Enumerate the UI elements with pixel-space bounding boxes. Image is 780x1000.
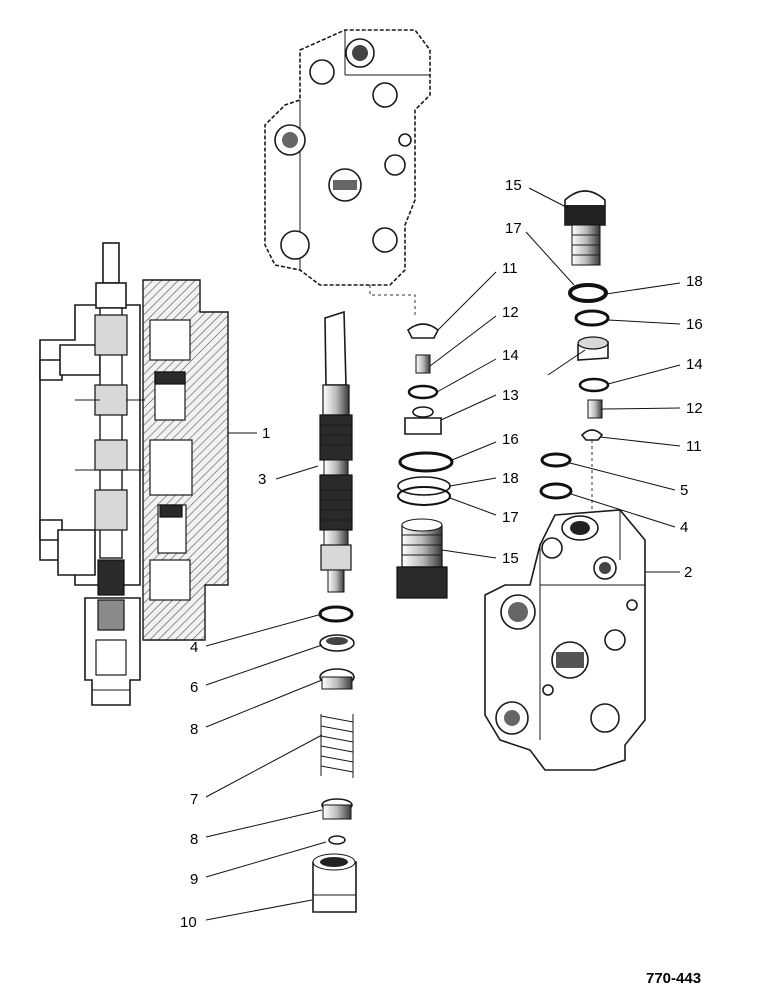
callout-labels: 1 2 3 4 6 8 7 8 9 10 11 12 14 13 16 18 1… bbox=[180, 177, 703, 931]
spool-3 bbox=[319, 310, 353, 593]
valve-body-2 bbox=[484, 509, 646, 771]
parts-stack-right bbox=[539, 190, 610, 510]
callout-3: 3 bbox=[258, 471, 266, 488]
callout-6: 6 bbox=[190, 679, 198, 696]
callout-16-mid: 16 bbox=[502, 431, 519, 448]
callout-7: 7 bbox=[190, 791, 198, 808]
callout-4-left: 4 bbox=[190, 639, 198, 656]
callout-15-mid: 15 bbox=[502, 550, 519, 567]
callout-12-mid: 12 bbox=[502, 304, 519, 321]
parts-stack-middle bbox=[396, 323, 454, 599]
end-cap-10 bbox=[312, 853, 357, 913]
callout-10: 10 bbox=[180, 914, 197, 931]
callout-8-lower: 8 bbox=[190, 831, 198, 848]
callout-12-right: 12 bbox=[686, 400, 703, 417]
callout-4-right: 4 bbox=[680, 519, 688, 536]
callout-13: 13 bbox=[502, 387, 519, 404]
callout-9: 9 bbox=[190, 871, 198, 888]
callout-11-mid: 11 bbox=[502, 260, 518, 277]
callout-14-mid: 14 bbox=[502, 347, 519, 364]
callout-11-right: 11 bbox=[686, 438, 702, 455]
callout-14-right: 14 bbox=[686, 356, 703, 373]
figure-reference: 770-443 bbox=[646, 970, 701, 987]
callout-1: 1 bbox=[262, 425, 270, 442]
poppet-13-right bbox=[577, 336, 609, 361]
callout-18-right: 18 bbox=[686, 273, 703, 290]
spring-7 bbox=[320, 712, 354, 780]
callout-8-upper: 8 bbox=[190, 721, 198, 738]
callout-5: 5 bbox=[680, 482, 688, 499]
callout-17-right: 17 bbox=[505, 220, 522, 237]
callout-2: 2 bbox=[684, 564, 692, 581]
callout-16-right: 16 bbox=[686, 316, 703, 333]
valve-body-upper bbox=[264, 29, 431, 315]
plug-15-lower bbox=[396, 518, 448, 599]
callout-17-mid: 17 bbox=[502, 509, 519, 526]
parts-stack-lower bbox=[312, 605, 357, 913]
callout-15-right: 15 bbox=[505, 177, 522, 194]
poppet-13 bbox=[404, 406, 442, 435]
leader-lines bbox=[205, 187, 681, 921]
plug-15-upper bbox=[564, 190, 606, 266]
callout-18-mid: 18 bbox=[502, 470, 519, 487]
valve-section-assembly bbox=[39, 242, 229, 706]
